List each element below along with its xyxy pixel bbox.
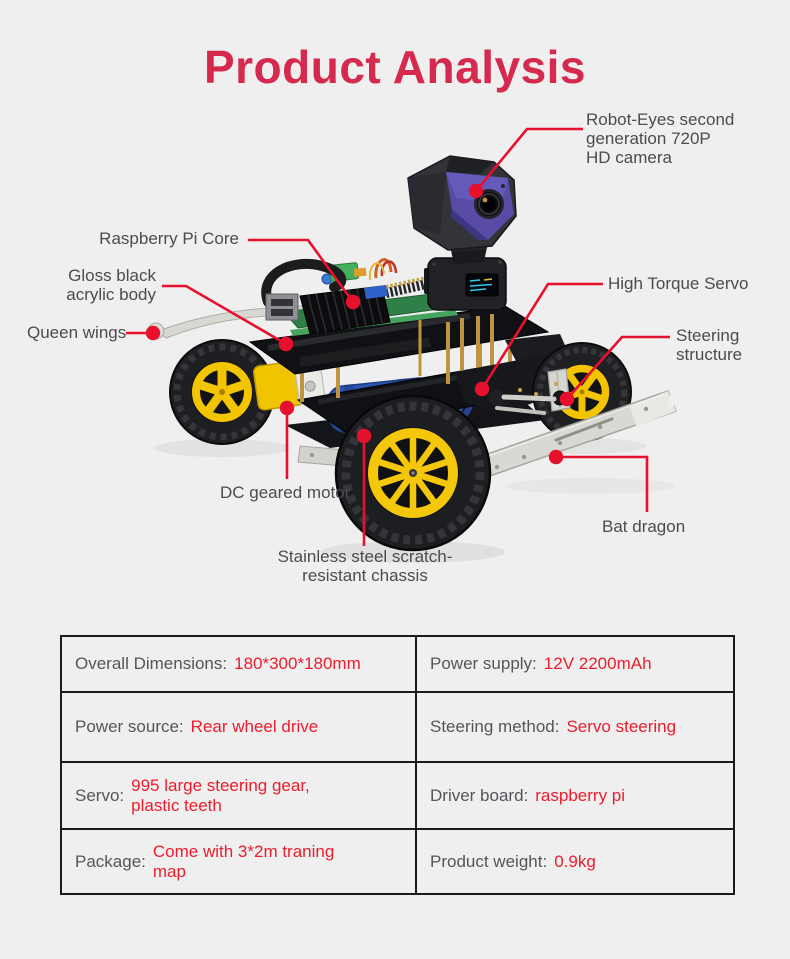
- page-title: Product Analysis: [203, 41, 587, 93]
- spec-cell-package: Package: Come with 3*2m traning map: [62, 828, 415, 893]
- spec-label: Power supply:: [430, 654, 537, 673]
- spec-label: Overall Dimensions:: [75, 654, 228, 673]
- callout-bat-dragon-label: Bat dragon: [602, 517, 686, 536]
- spec-label: Driver board:: [430, 785, 529, 805]
- spec-value: Rear wheel drive: [190, 717, 319, 736]
- spec-cell-steering-method: Steering method: Servo steering: [415, 691, 733, 761]
- callout-queen-wings-label: Queen wings: [27, 323, 127, 342]
- steering-leader-line: [566, 335, 670, 400]
- bat-leader-line: [558, 455, 649, 512]
- battery-pack: [326, 377, 473, 433]
- rear-left-wheel: [169, 339, 275, 445]
- spec-cell-dimensions: Overall Dimensions: 180*300*180mm: [62, 637, 415, 691]
- spec-label: Power source:: [75, 717, 184, 736]
- usb-cable: [261, 258, 347, 307]
- left-chassis-bracket: [297, 445, 369, 469]
- spec-cell-driver-board: Driver board: raspberry pi: [415, 761, 733, 828]
- spec-value: 180*300*180mm: [234, 654, 361, 673]
- lower-deck: [296, 361, 552, 433]
- rear-right-dark: [505, 334, 575, 378]
- spec-value: 995 large steering gear, plastic teeth: [131, 775, 310, 815]
- camera-leader-line: [474, 127, 583, 192]
- raspberry-leader-line: [248, 238, 355, 303]
- spec-value: Come with 3*2m traning map: [152, 841, 335, 881]
- gloss-leader-line: [162, 284, 287, 346]
- spec-value: 12V 2200mAh: [543, 654, 652, 673]
- chassis-underside: [285, 398, 545, 448]
- spec-label: Package:: [75, 851, 146, 871]
- spec-value: 0.9kg: [554, 851, 596, 871]
- torque-leader-line: [480, 282, 603, 390]
- callout-lines: [126, 127, 670, 546]
- camera-head: [407, 155, 517, 264]
- callout-camera-label: Robot-Eyes second generation 720P HD cam…: [586, 110, 735, 167]
- front-left-wheel: [334, 394, 492, 552]
- pan-servo: [424, 257, 507, 311]
- bat-dragon-plate: [475, 390, 677, 479]
- steering-assembly-rear: [455, 356, 560, 414]
- camera-face: [446, 172, 514, 240]
- oled-screen: [465, 273, 499, 297]
- callout-raspberry-label: Raspberry Pi Core: [99, 229, 239, 248]
- upper-deck: [248, 305, 550, 375]
- callout-dc-motor-label: DC geared motor: [220, 483, 351, 502]
- spec-table: Overall Dimensions: 180*300*180mm Power …: [60, 635, 735, 895]
- spec-label: Servo:: [75, 785, 125, 805]
- camera-lens: [474, 189, 504, 219]
- spec-label: Steering method:: [430, 717, 560, 736]
- raspberry-pi-stack: [261, 258, 464, 336]
- spec-value: Servo steering: [566, 717, 677, 736]
- queen-wing: [147, 305, 312, 340]
- steering-assembly-front: [495, 368, 571, 415]
- callout-dots: [145, 183, 575, 465]
- brass-standoffs: [300, 326, 512, 402]
- spec-label: Product weight:: [430, 851, 548, 871]
- dc-motor: [253, 360, 326, 411]
- spec-cell-power-supply: Power supply: 12V 2200mAh: [415, 637, 733, 691]
- spec-cell-servo: Servo: 995 large steering gear, plastic …: [62, 761, 415, 828]
- front-right-wheel: [532, 342, 632, 442]
- camera-tower-posts: [418, 314, 494, 384]
- callout-high-torque-label: High Torque Servo: [608, 274, 749, 293]
- usb-ports: [265, 293, 299, 321]
- callout-gloss-label: Gloss black acrylic body: [66, 266, 156, 304]
- spec-cell-product-weight: Product weight: 0.9kg: [415, 828, 733, 893]
- callout-chassis-label: Stainless steel scratch- resistant chass…: [277, 547, 453, 585]
- spec-cell-power-source: Power source: Rear wheel drive: [62, 691, 415, 761]
- callout-steering-label: Steering structure: [676, 326, 743, 364]
- spec-value: raspberry pi: [535, 785, 626, 805]
